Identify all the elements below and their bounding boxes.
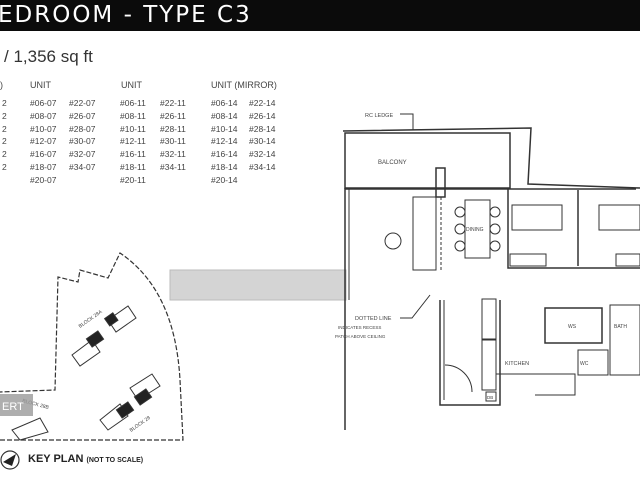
rc-ledge-leader <box>400 113 414 130</box>
block-28a-label: BLOCK 28A <box>78 309 104 330</box>
wardrobe <box>615 253 640 267</box>
col-header-unit-07: UNIT <box>30 80 51 90</box>
door-swing <box>444 364 473 393</box>
dining-label: DINING <box>466 227 484 233</box>
foyer-walls <box>439 300 501 406</box>
unit-list: #06-07#08-07#10-07#12-07#16-07#18-07#20-… <box>30 98 57 185</box>
bed <box>598 204 640 231</box>
unit-area: / 1,356 sq ft <box>4 47 93 66</box>
blurred-corridor <box>169 269 347 301</box>
key-plan-title: KEY PLAN (NOT TO SCALE) <box>28 453 144 465</box>
north-arrow-icon <box>0 450 20 470</box>
kitchen-bench <box>496 373 576 396</box>
db-label: DB <box>487 395 493 400</box>
unit-list: #22-11#26-11#28-11#30-11#32-11#34-11 <box>160 98 186 172</box>
page-title: EDROOM - TYPE C3 <box>0 2 252 28</box>
bed <box>511 204 563 231</box>
cabinet <box>412 196 437 271</box>
block-28b <box>11 417 49 441</box>
rc-ledge-label: RC LEDGE <box>365 113 393 119</box>
col-header-partial: ) <box>0 80 3 90</box>
key-plan <box>0 252 184 441</box>
db <box>485 391 497 402</box>
bedroom-walls <box>507 189 640 269</box>
bath-room <box>609 304 640 376</box>
dotted-line-label: DOTTED LINE <box>355 316 392 322</box>
balcony-label: BALCONY <box>378 160 407 166</box>
wc-label: WC <box>580 361 589 367</box>
title-banner: EDROOM - TYPE C3 <box>0 0 640 31</box>
col-header-unit-11: UNIT <box>121 80 142 90</box>
ws-label: WS <box>568 324 577 330</box>
counter <box>481 298 497 340</box>
kitchen-counter <box>481 339 497 391</box>
ledge-outline <box>342 127 640 189</box>
col-header-unit-14: UNIT (MIRROR) <box>211 80 277 90</box>
watermark-text: ERT <box>2 401 24 413</box>
wc-room <box>577 349 609 376</box>
balcony <box>344 132 511 189</box>
kitchen-label: KITCHEN <box>505 361 529 367</box>
bath-label: BATH <box>614 324 627 330</box>
watermark <box>0 394 33 416</box>
dotted-line-note: PATCH ABOVE CEILING <box>335 334 386 339</box>
unit-list: #22-14#26-14#28-14#30-14#32-14#34-14 <box>249 98 276 172</box>
unit-list: #06-11#08-11#10-11#12-11#16-11#18-11#20-… <box>120 98 146 185</box>
block-28-label: BLOCK 28 <box>129 415 152 434</box>
dotted-line-note: INDICATES RECESS <box>338 325 381 330</box>
column <box>435 167 446 198</box>
block-28 <box>99 373 161 431</box>
table-round <box>384 232 402 250</box>
wardrobe <box>509 253 547 267</box>
block-28a <box>71 305 137 367</box>
ws-room <box>544 307 603 344</box>
unit-list: #06-14#08-14#10-14#12-14#16-14#18-14#20-… <box>211 98 238 185</box>
unit-list: #22-07#26-07#28-07#30-07#32-07#34-07 <box>69 98 96 172</box>
